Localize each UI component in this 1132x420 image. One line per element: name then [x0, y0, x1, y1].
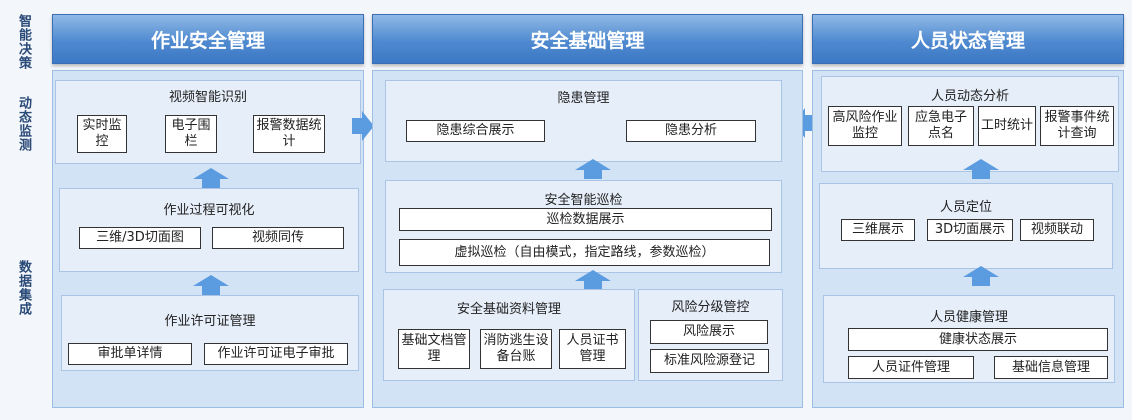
item-3d-section[interactable]: 三维/3D切面图: [79, 227, 201, 249]
item-fire-equipment-ledger[interactable]: 消防逃生设备台账: [480, 329, 552, 369]
column-safety-basics: 隐患管理 隐患综合展示 隐患分析 安全智能巡检 巡检数据展示 虚拟巡检（自由模式…: [372, 70, 803, 408]
item-video-linkage[interactable]: 视频联动: [1020, 219, 1094, 241]
item-3d-section-display[interactable]: 3D切面展示: [927, 219, 1013, 241]
column-personnel-status: 人员动态分析 高风险作业监控 应急电子点名 工时统计 报警事件统计查询 人员定位…: [812, 70, 1124, 408]
panel-smart-patrol: 安全智能巡检 巡检数据展示 虚拟巡检（自由模式，指定路线，参数巡检）: [385, 180, 782, 273]
panel-health-management: 人员健康管理 健康状态展示 人员证件管理 基础信息管理: [823, 295, 1115, 383]
item-basic-info-management[interactable]: 基础信息管理: [994, 356, 1108, 379]
panel-hazard-management: 隐患管理 隐患综合展示 隐患分析: [385, 80, 782, 162]
item-alarm-statistics[interactable]: 报警数据统计: [253, 115, 325, 153]
item-risk-display[interactable]: 风险展示: [650, 320, 768, 344]
item-personnel-certificates[interactable]: 人员证书管理: [559, 329, 626, 369]
panel-title: 人员动态分析: [930, 89, 1009, 104]
panel-basic-documents: 安全基础资料管理 基础文档管理 消防逃生设备台账 人员证书管理: [383, 289, 635, 381]
panel-personnel-positioning: 人员定位 三维展示 3D切面展示 视频联动: [819, 183, 1113, 269]
item-3d-display[interactable]: 三维展示: [841, 219, 915, 241]
item-video-sync[interactable]: 视频同传: [212, 227, 344, 249]
panel-title: 视频智能识别: [168, 90, 247, 105]
panel-title: 作业过程可视化: [163, 203, 255, 218]
item-patrol-data[interactable]: 巡检数据展示: [399, 208, 772, 231]
arrow-up-icon: [963, 159, 999, 179]
header-work-safety: 作业安全管理: [52, 14, 364, 64]
item-alarm-event-query[interactable]: 报警事件统计查询: [1040, 106, 1114, 146]
arrow-up-icon: [575, 159, 611, 179]
item-emergency-rollcall[interactable]: 应急电子点名: [908, 106, 974, 146]
item-realtime-monitor[interactable]: 实时监控: [77, 115, 127, 153]
header-safety-basics: 安全基础管理: [372, 14, 803, 64]
side-label-monitoring: 动态监测: [16, 96, 31, 152]
panel-risk-control: 风险分级管控 风险展示 标准风险源登记: [638, 289, 783, 381]
item-electronic-approval[interactable]: 作业许可证电子审批: [204, 343, 348, 365]
item-hazard-overview[interactable]: 隐患综合展示: [406, 120, 545, 142]
panel-video-recognition: 视频智能识别 实时监控 电子围栏 报警数据统计: [55, 80, 361, 164]
arrow-up-icon: [193, 168, 229, 188]
arrow-up-icon: [963, 266, 999, 286]
arrow-left-icon: [793, 108, 815, 138]
item-electronic-fence[interactable]: 电子围栏: [165, 115, 217, 153]
side-label-decision: 智能决策: [16, 14, 31, 70]
panel-personnel-dynamics: 人员动态分析 高风险作业监控 应急电子点名 工时统计 报警事件统计查询: [821, 76, 1119, 172]
panel-title: 人员定位: [939, 200, 992, 215]
item-hazard-analysis[interactable]: 隐患分析: [626, 120, 756, 142]
panel-title: 安全智能巡检: [544, 193, 623, 208]
item-virtual-patrol[interactable]: 虚拟巡检（自由模式，指定路线，参数巡检）: [399, 239, 770, 266]
panel-title: 作业许可证管理: [164, 314, 256, 329]
panel-title: 风险分级管控: [671, 300, 750, 315]
item-health-status[interactable]: 健康状态展示: [848, 328, 1108, 351]
item-risk-source-registration[interactable]: 标准风险源登记: [650, 349, 769, 373]
item-certificate-management[interactable]: 人员证件管理: [848, 356, 974, 379]
item-approval-details[interactable]: 审批单详情: [68, 343, 192, 365]
panel-title: 隐患管理: [557, 91, 610, 106]
arrow-up-icon: [193, 275, 229, 295]
column-work-safety: 视频智能识别 实时监控 电子围栏 报警数据统计 作业过程可视化 三维/3D切面图…: [52, 70, 364, 408]
panel-title: 安全基础资料管理: [456, 302, 561, 317]
arrow-up-icon: [575, 270, 611, 290]
header-personnel-status: 人员状态管理: [812, 14, 1124, 64]
panel-process-visualization: 作业过程可视化 三维/3D切面图 视频同传: [59, 188, 359, 272]
panel-title: 人员健康管理: [929, 310, 1008, 325]
panel-permit-management: 作业许可证管理 审批单详情 作业许可证电子审批: [61, 295, 359, 371]
item-high-risk-monitoring[interactable]: 高风险作业监控: [828, 106, 902, 146]
item-work-hours[interactable]: 工时统计: [978, 106, 1036, 146]
item-document-management[interactable]: 基础文档管理: [398, 329, 470, 369]
arrow-right-icon: [352, 111, 374, 141]
side-label-integration: 数据集成: [16, 260, 31, 316]
